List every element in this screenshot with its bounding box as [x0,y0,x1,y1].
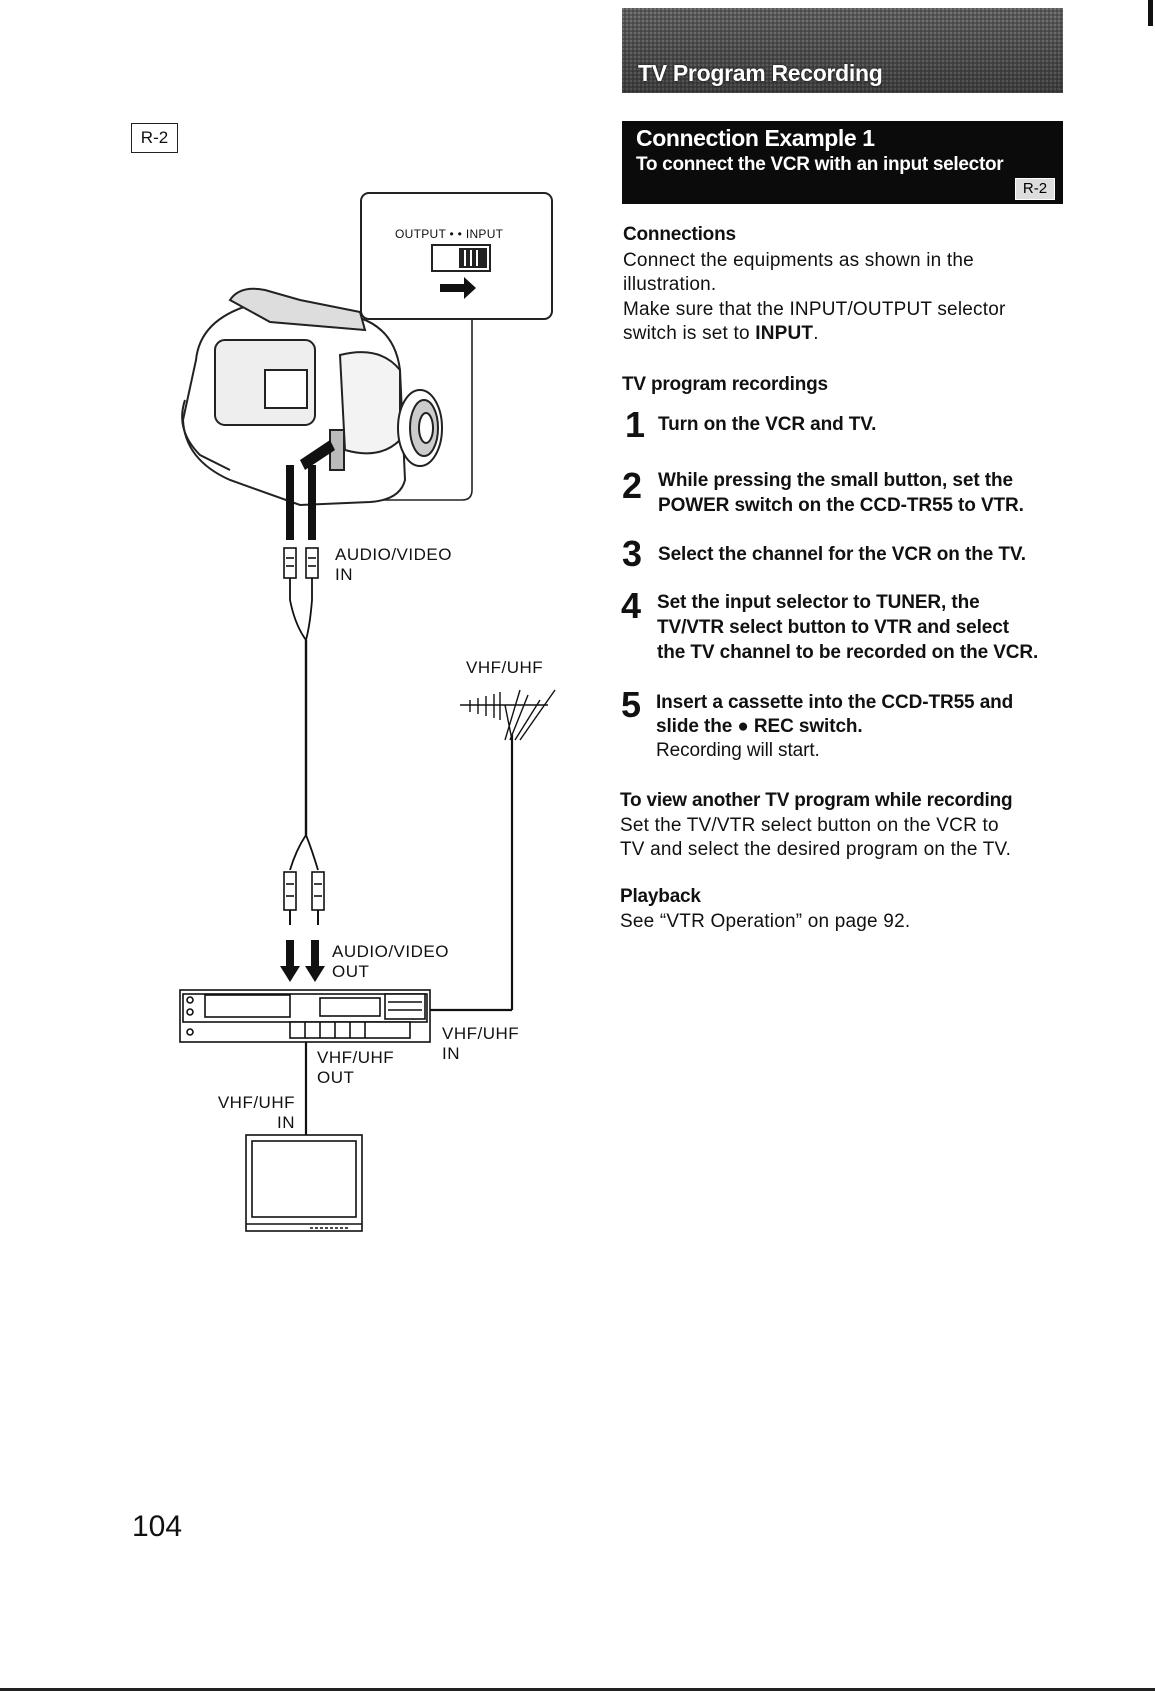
view-another-heading: To view another TV program while recordi… [620,790,1013,811]
section-banner: TV Program Recording [622,8,1063,93]
edge-mark [1148,0,1153,26]
playback-heading: Playback [620,886,701,907]
step-4-line-1: Set the input selector to TUNER, the [657,592,980,613]
vcr-vhf-uhf-in-label: VHF/UHF IN [442,1024,520,1063]
step-4-line-3: the TV channel to be recorded on the VCR… [657,642,1039,663]
recordings-heading: TV program recordings [622,374,828,395]
step-3-number: 3 [622,533,643,574]
step-4-line-2: TV/VTR select button to VTR and select [657,617,1009,638]
bottom-rule [0,1688,1155,1691]
step-5-line-2: slide the ● REC switch. [656,716,863,737]
tv-vhf-uhf-in-label: VHF/UHF IN [217,1093,295,1132]
view-another-line-2: TV and select the desired program on the… [620,839,1012,860]
step-4-number: 4 [621,585,642,626]
example-ref-tag: R-2 [1015,178,1055,200]
connections-line-3: Make sure that the INPUT/OUTPUT selector [623,299,1006,320]
step-2-line-2: POWER switch on the CCD-TR55 to VTR. [658,495,1024,516]
connections-heading: Connections [623,224,736,245]
step-2-line-1: While pressing the small button, set the [658,470,1013,491]
arrow-down-icon [280,940,300,982]
connection-example-header: Connection Example 1 To connect the VCR … [622,121,1063,204]
connection-illustration: OUTPUT • • INPUT [179,192,556,1232]
connections-line-1: Connect the equipments as shown in the [623,250,974,271]
input-keyword: INPUT [755,323,814,344]
example-subheading: To connect the VCR with an input selecto… [636,154,1004,175]
step-3-text: Select the channel for the VCR on the TV… [658,544,1026,565]
step-1-number: 1 [625,404,646,445]
view-another-line-1: Set the TV/VTR select button on the VCR … [620,815,999,836]
step-5-note: Recording will start. [656,740,820,761]
step-1-text: Turn on the VCR and TV. [658,414,877,435]
step-5-line-1: Insert a cassette into the CCD-TR55 and [656,692,1014,713]
vcr-vhf-uhf-out-label: VHF/UHF OUT [317,1048,395,1087]
connections-line-4: switch is set to INPUT. [623,321,819,346]
step-5-number: 5 [621,684,642,725]
figure-ref-tag: R-2 [131,123,178,153]
playback-line-1: See “VTR Operation” on page 92. [620,911,911,932]
connections-line-4-prefix: switch is set to [623,323,756,344]
antenna-label: VHF/UHF [466,658,544,677]
camcorder-icon [181,287,443,507]
arrow-down-icon [305,940,325,982]
tv-icon [245,1134,363,1232]
connections-line-4-suffix: . [813,323,819,344]
connections-line-2: illustration. [623,274,717,295]
rca-plug-icon [283,547,319,579]
arrow-right-icon [440,277,476,299]
audio-video-in-label: AUDIO/VIDEO IN [335,545,452,584]
selector-label: OUTPUT • • INPUT [395,227,504,241]
antenna-icon [460,689,556,741]
page-number: 104 [132,1510,183,1543]
step-2-number: 2 [622,465,643,506]
vcr-icon [179,989,431,1043]
rca-plug-icon [283,871,325,911]
example-heading: Connection Example 1 [636,125,875,151]
section-title: TV Program Recording [638,60,883,86]
audio-video-out-label: AUDIO/VIDEO OUT [332,942,449,981]
